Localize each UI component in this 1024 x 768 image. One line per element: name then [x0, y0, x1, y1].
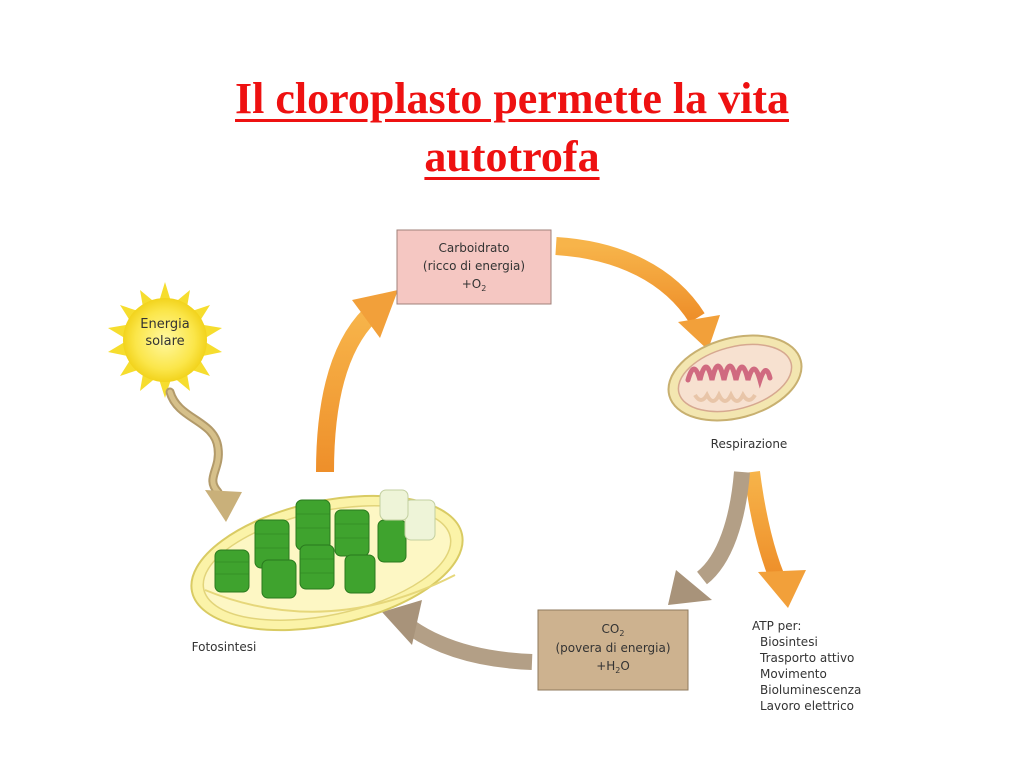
- carbohydrate-line-2: (ricco di energia): [423, 259, 525, 273]
- atp-item-2: Trasporto attivo: [759, 651, 854, 665]
- arrow-carbohydrate-to-mitochondrion: [555, 237, 720, 350]
- mitochondrion-icon: [667, 334, 803, 422]
- carbohydrate-line-3: +O2: [462, 277, 487, 293]
- title-line-1: Il cloroplasto permette la vita: [235, 74, 789, 123]
- arrow-co2-to-chloroplast: [382, 600, 533, 670]
- arrow-mitochondrion-to-atp: [744, 471, 806, 608]
- co2-line-1: CO2: [602, 622, 625, 638]
- carbohydrate-line-1: Carboidrato: [439, 241, 510, 255]
- sun-label-line-2: solare: [145, 334, 184, 349]
- carbohydrate-box: [396, 229, 552, 305]
- atp-item-4: Bioluminescenza: [760, 683, 861, 697]
- atp-item-5: Lavoro elettrico: [760, 699, 854, 713]
- mitochondrion-label: Respirazione: [711, 437, 788, 451]
- atp-item-3: Movimento: [760, 667, 827, 681]
- atp-heading: ATP per:: [752, 619, 801, 633]
- sun-icon: [108, 282, 222, 398]
- sun-to-chloroplast-arrow: [165, 387, 242, 522]
- atp-item-1: Biosintesi: [760, 635, 818, 649]
- arrow-mitochondrion-to-co2: [668, 471, 750, 605]
- arrow-chloroplast-to-carbohydrate: [316, 290, 398, 473]
- chloroplast-label: Fotosintesi: [192, 640, 257, 654]
- sun-label-line-1: Energia: [140, 317, 189, 332]
- co2-box: [537, 609, 689, 691]
- co2-line-2: (povera di energia): [555, 641, 670, 655]
- title-line-2: autotrofa: [424, 132, 600, 181]
- page-title: Il cloroplasto permette la vita autotrof…: [0, 70, 1024, 186]
- co2-line-3: +H2O: [596, 659, 630, 675]
- chloroplast-icon: [190, 489, 464, 632]
